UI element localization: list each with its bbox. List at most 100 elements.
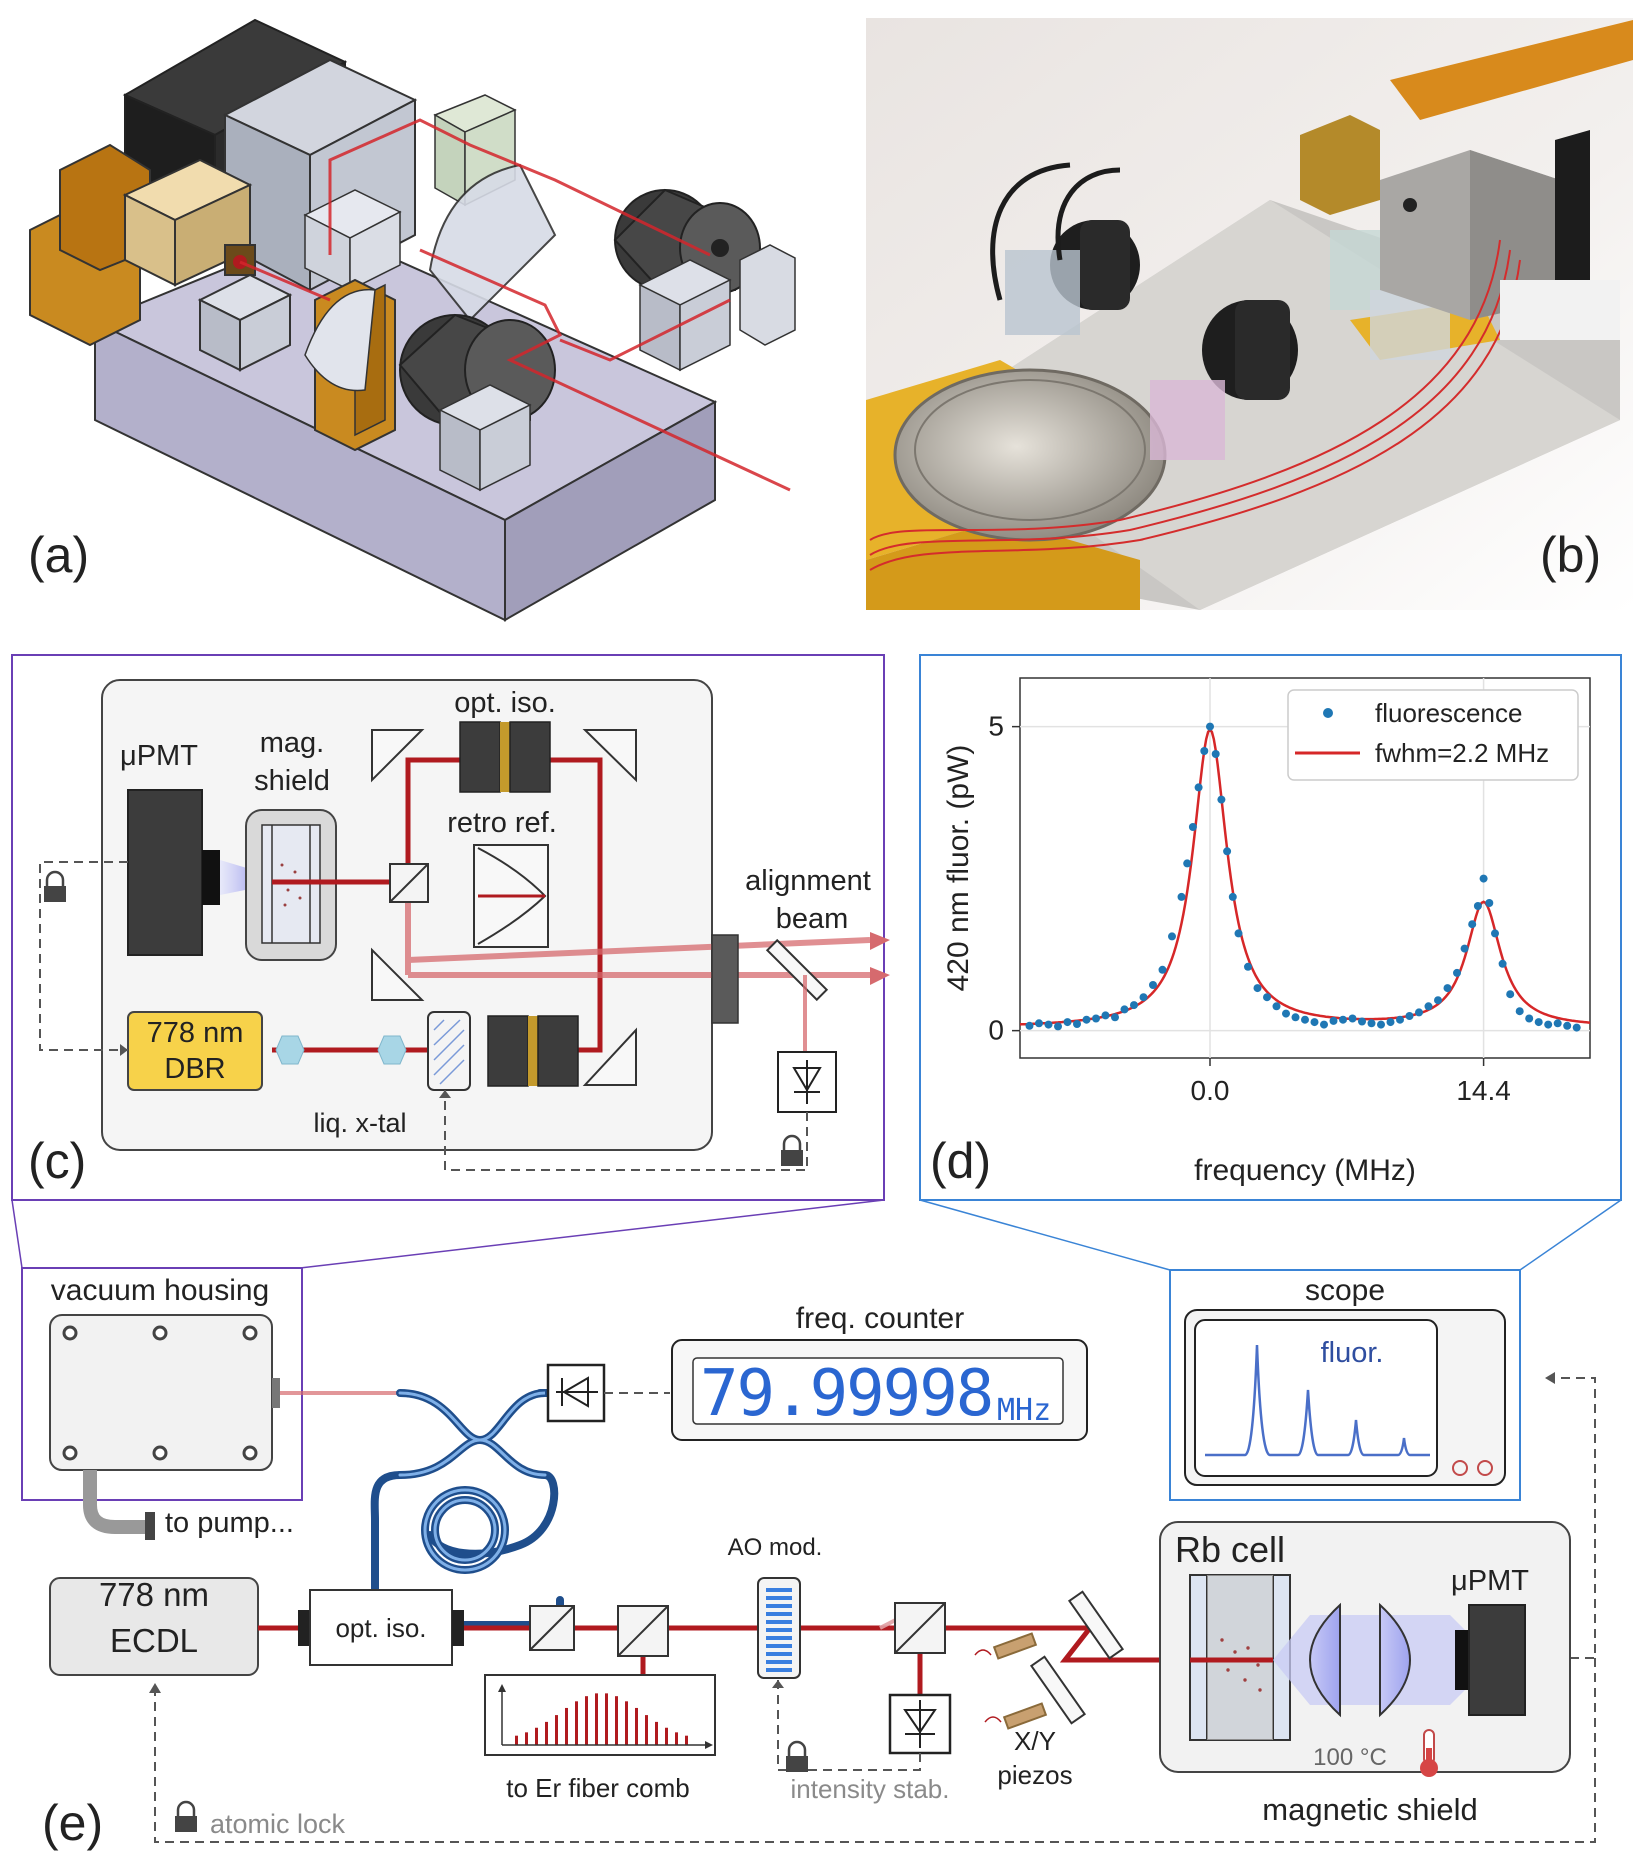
data-point [1282, 1009, 1290, 1018]
e-rb-label: Rb cell [1175, 1529, 1285, 1570]
e-scope-label: scope [1305, 1274, 1385, 1307]
optical-isolator-e [309, 1589, 453, 1666]
data-point [1396, 1015, 1404, 1024]
panel-b-label: (b) [1540, 527, 1601, 583]
data-point [1177, 892, 1186, 901]
data-point [1377, 1020, 1385, 1029]
data-point [1035, 1019, 1043, 1028]
data-point [1386, 1018, 1395, 1027]
data-point [1498, 959, 1507, 968]
e-counter-value: 79.99998 [700, 1357, 992, 1431]
data-point [1544, 1020, 1553, 1029]
panel-a-label: (a) [28, 527, 89, 583]
data-point [1063, 1018, 1072, 1027]
panel-a-cad-render [29, 18, 796, 622]
data-point [1424, 1002, 1433, 1011]
data-point [1553, 1019, 1562, 1028]
data-point [1479, 874, 1488, 883]
data-point [1111, 1013, 1119, 1022]
data-point [1367, 1019, 1376, 1028]
data-point [1405, 1012, 1414, 1020]
e-mag-label: magnetic shield [1262, 1792, 1477, 1827]
e-counter-unit: MHz [997, 1393, 1051, 1428]
data-point [1291, 1013, 1300, 1022]
ao-grating-line [766, 1588, 792, 1592]
pmt-e [1468, 1604, 1526, 1716]
ao-grating-line [766, 1604, 792, 1608]
c-pmt-label: μPMT [120, 740, 198, 772]
ao-grating-line [766, 1668, 792, 1672]
data-point [1485, 899, 1494, 907]
data-point [1158, 965, 1167, 974]
panel-b-photo [866, 18, 1633, 610]
data-point [1329, 1016, 1338, 1025]
scope-trace [1205, 1344, 1430, 1457]
comb-tooth [555, 1715, 558, 1745]
data-point [1525, 1014, 1534, 1023]
tick-label-y: 5 [988, 711, 1004, 742]
data-point [1358, 1017, 1366, 1026]
data-point [1263, 993, 1271, 1002]
data-point [1339, 1015, 1347, 1024]
lock-icon [781, 1134, 803, 1166]
c-retro-label: retro ref. [447, 807, 557, 839]
data-point [1415, 1008, 1423, 1017]
legend-fwhm: fwhm=2.2 MHz [1375, 738, 1549, 768]
e-intensity-label: intensity stab. [791, 1774, 950, 1804]
e-comb-label: to Er fiber comb [506, 1773, 690, 1803]
data-point [1491, 929, 1499, 938]
data-point [1120, 1005, 1129, 1014]
liquid-crystal [427, 1011, 471, 1091]
data-point [1563, 1021, 1572, 1030]
c-dbr-label-1: 778 nm [147, 1017, 244, 1049]
data-point [1206, 722, 1214, 731]
comb-tooth [525, 1732, 528, 1745]
comb-tooth [515, 1735, 518, 1745]
data-point [1223, 847, 1232, 856]
data-point [1183, 859, 1192, 868]
ao-grating-line [766, 1620, 792, 1624]
e-counter-label: freq. counter [796, 1302, 964, 1335]
comb-tooth [535, 1727, 538, 1745]
comb-tooth [545, 1721, 548, 1745]
ao-grating-line [766, 1636, 792, 1640]
c-mag-label-1: mag. [260, 727, 324, 759]
data-point [1473, 902, 1482, 910]
data-point [1310, 1018, 1319, 1027]
data-point [1217, 795, 1226, 804]
er-fiber-comb [484, 1674, 716, 1756]
ao-grating-line [766, 1660, 792, 1664]
e-ecdl-label-1: 778 nm [99, 1576, 209, 1613]
data-point [1234, 929, 1243, 938]
comb-spectrum [515, 1693, 688, 1745]
panel-c-schematic [11, 654, 890, 1201]
comb-tooth [575, 1701, 578, 1745]
data-point [1149, 981, 1157, 989]
e-temp-label: 100 °C [1313, 1744, 1387, 1771]
e-pmt-label: μPMT [1451, 1565, 1529, 1597]
panel-e-label: (e) [42, 1795, 103, 1851]
e-atomic-label: atomic lock [210, 1809, 346, 1839]
data-point [1468, 920, 1477, 929]
thermometer-icon [1420, 1729, 1438, 1777]
comb-tooth [595, 1693, 598, 1745]
data-point [1572, 1023, 1581, 1032]
ao-grating-line [766, 1652, 792, 1656]
zoom-connector-c [11, 1199, 885, 1269]
data-point [1348, 1014, 1357, 1023]
c-dbr-label-2: DBR [164, 1053, 225, 1085]
comb-tooth [635, 1707, 638, 1745]
data-point [1025, 1021, 1034, 1030]
data-points-layer [1025, 722, 1581, 1032]
zoom-connector-d [919, 1199, 1622, 1271]
data-point [1200, 747, 1209, 755]
ao-grating [766, 1588, 792, 1672]
data-point [1130, 1001, 1138, 1010]
comb-tooth [645, 1715, 648, 1745]
chart-legend: fluorescence fwhm=2.2 MHz [1287, 689, 1579, 781]
lock-icon [175, 1800, 197, 1832]
data-point [1054, 1022, 1062, 1031]
data-point [1228, 892, 1237, 901]
data-point [1460, 944, 1469, 953]
legend-fluorescence: fluorescence [1375, 698, 1522, 728]
